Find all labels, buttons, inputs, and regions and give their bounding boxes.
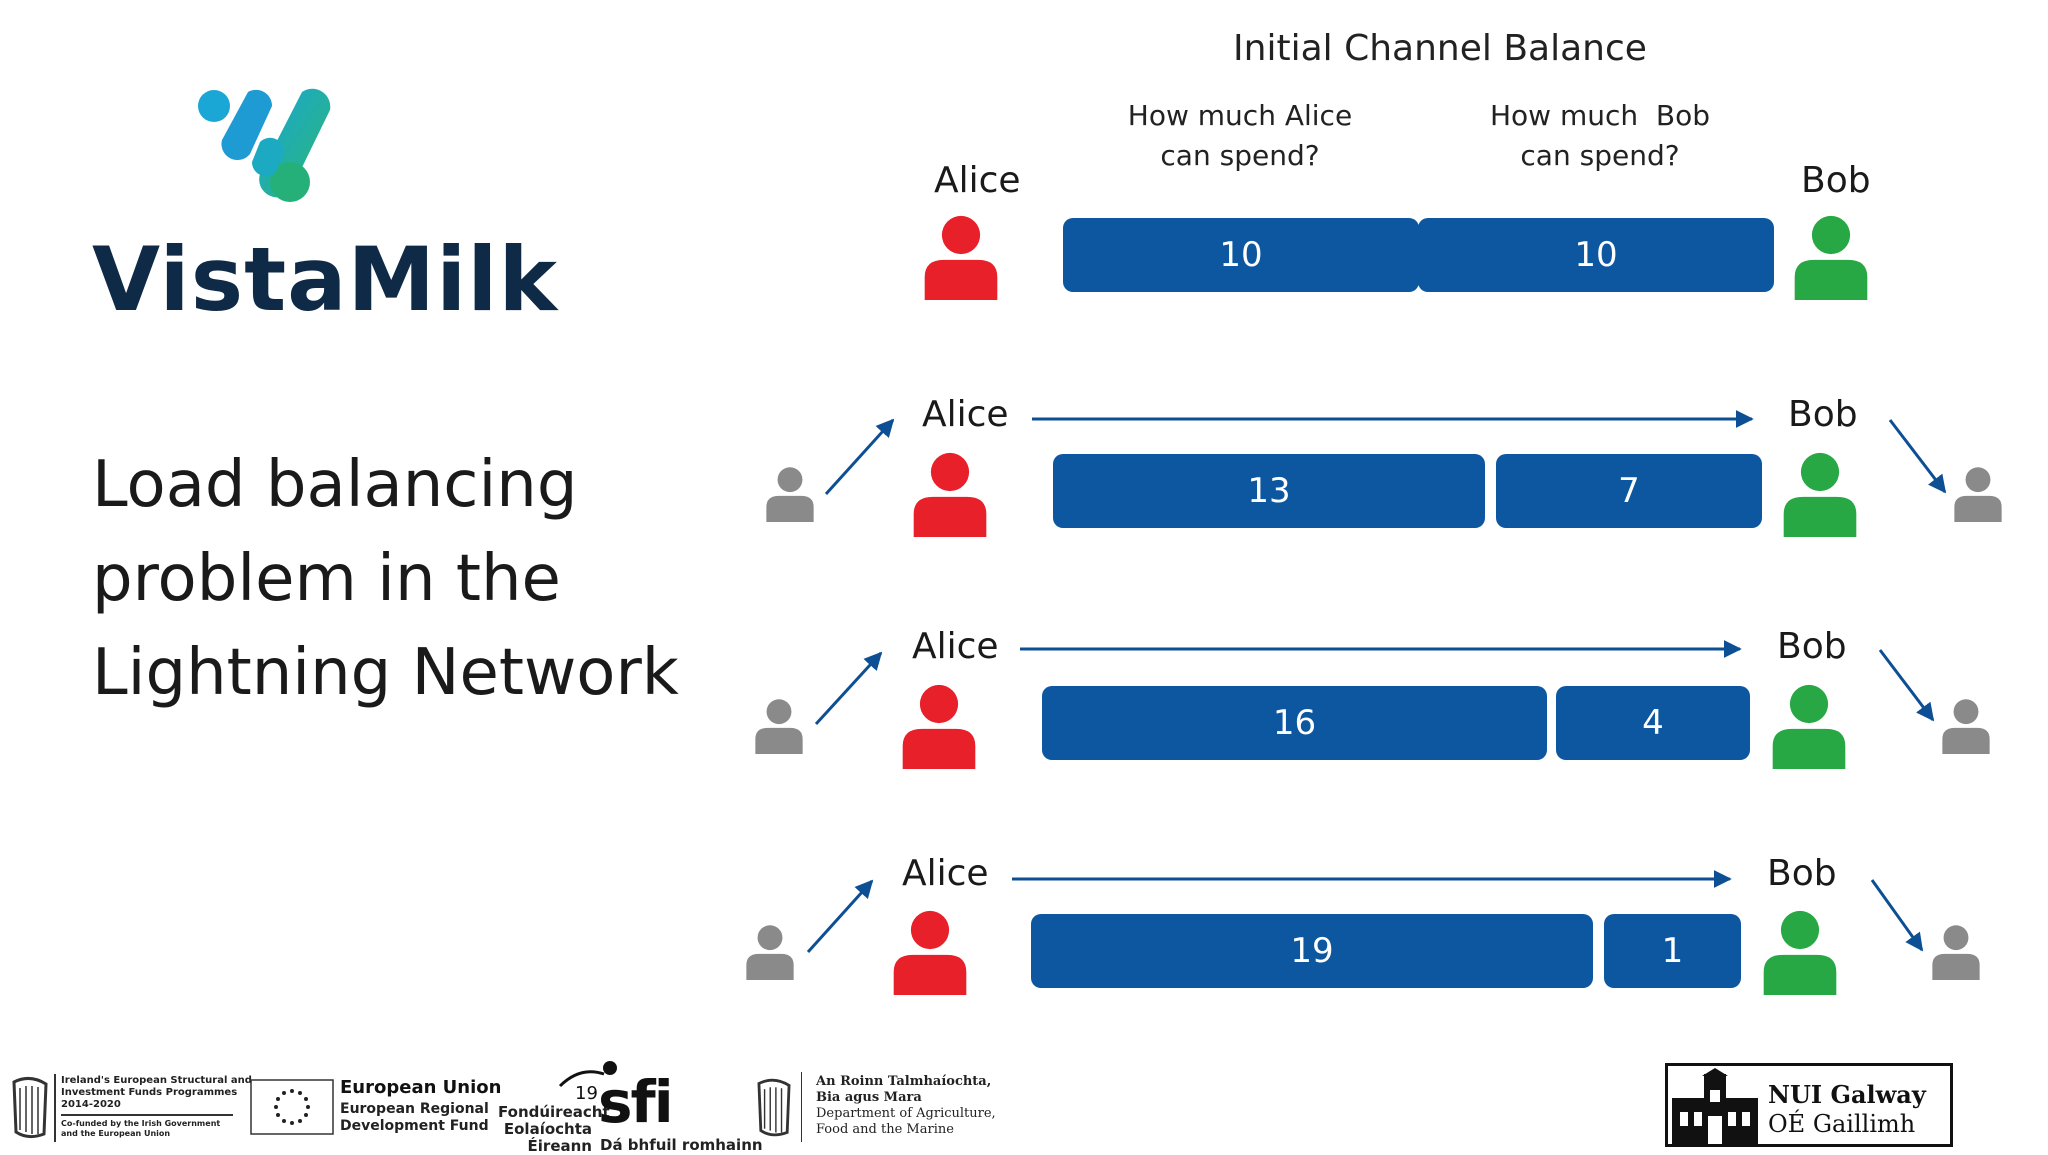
bob-balance-bar: 10: [1418, 218, 1774, 292]
eu-line: European Regional: [340, 1101, 489, 1117]
eu-flag-icon: [250, 1079, 334, 1135]
divider: [801, 1072, 802, 1142]
diagram-title: Initial Channel Balance: [1233, 28, 1647, 69]
bob-label: Bob: [1767, 853, 1837, 894]
bob-balance-bar: 4: [1556, 686, 1750, 760]
question-line: How much Alice: [1127, 99, 1353, 132]
harp-icon: [757, 1078, 791, 1137]
sfi-number: 19: [575, 1083, 598, 1104]
bob-balance-bar: 7: [1496, 454, 1762, 528]
esif-text: Ireland's European Structural and Invest…: [61, 1075, 252, 1111]
dept-line: Bia agus Mara: [816, 1090, 922, 1105]
esif-line: Investment Funds Programmes: [61, 1087, 238, 1098]
sfi-line: Éireann: [527, 1137, 592, 1155]
dept-line: An Roinn Talmhaíochta,: [816, 1074, 992, 1089]
eu-title: European Union: [340, 1077, 502, 1098]
question-line: can spend?: [1160, 139, 1320, 172]
esif-line: and the European Union: [61, 1129, 171, 1138]
alice-spend-question: How much Alice can spend?: [1100, 96, 1380, 176]
slide-title-line: Load balancing: [92, 448, 578, 522]
bob-balance-bar: 1: [1604, 914, 1741, 988]
alice-label: Alice: [902, 853, 989, 894]
bob-spend-question: How much Bob can spend?: [1460, 96, 1740, 176]
incoming-arrow: [824, 418, 895, 496]
outgoing-arrow: [1888, 419, 1947, 494]
sfi-swirl-icon: [558, 1061, 617, 1088]
esif-cofunded-text: Co-funded by the Irish Government and th…: [61, 1119, 220, 1139]
eu-line: Development Fund: [340, 1118, 489, 1134]
nui-name-irish: OÉ Gaillimh: [1768, 1110, 1916, 1138]
vistamilk-logo-icon: [198, 88, 331, 202]
university-building-icon: [1672, 1068, 1758, 1144]
dept-line: Department of Agriculture,: [816, 1106, 996, 1121]
alice-balance-bar: 13: [1053, 454, 1485, 528]
esif-line: 2014-2020: [61, 1099, 121, 1110]
nui-name-english: NUI Galway: [1768, 1080, 1926, 1109]
slide-title-line: problem in the: [92, 542, 561, 616]
nui-galway-logo: NUI Galway OÉ Gaillimh: [1665, 1063, 1953, 1147]
alice-balance-bar: 10: [1063, 218, 1419, 292]
divider: [54, 1074, 56, 1142]
alice-label: Alice: [934, 160, 1021, 201]
sfi-line: Fondúireacht: [498, 1103, 610, 1121]
sfi-text: Fondúireacht Eolaíochta Éireann: [498, 1103, 610, 1155]
divider: [61, 1114, 233, 1116]
vistamilk-logo-text: VistaMilk: [92, 228, 558, 331]
bob-label: Bob: [1801, 160, 1871, 201]
incoming-arrow: [814, 651, 883, 726]
bob-label: Bob: [1788, 394, 1858, 435]
incoming-arrow: [806, 879, 874, 954]
dept-line: Food and the Marine: [816, 1122, 954, 1137]
slide-title-line: Lightning Network: [92, 636, 679, 710]
esif-line: Co-funded by the Irish Government: [61, 1119, 221, 1128]
outgoing-arrow: [1870, 879, 1924, 952]
eu-fund-text: European Regional Development Fund: [340, 1101, 489, 1135]
esif-line: Ireland's European Structural and: [61, 1075, 252, 1086]
sfi-tagline: Dá bhfuil romhainn: [600, 1136, 763, 1154]
alice-label: Alice: [922, 394, 1009, 435]
alice-balance-bar: 19: [1031, 914, 1593, 988]
dept-text: An Roinn Talmhaíochta, Bia agus Mara Dep…: [816, 1074, 996, 1138]
bob-label: Bob: [1777, 626, 1847, 667]
outgoing-arrow: [1878, 649, 1935, 722]
slide-title: Load balancing problem in the Lightning …: [92, 438, 712, 720]
harp-icon: [12, 1077, 48, 1139]
sfi-line: Eolaíochta: [503, 1120, 592, 1138]
alice-label: Alice: [912, 626, 999, 667]
question-line: How much Bob: [1489, 99, 1711, 132]
alice-balance-bar: 16: [1042, 686, 1547, 760]
sfi-logo-mark: sfi: [598, 1068, 674, 1136]
question-line: can spend?: [1520, 139, 1680, 172]
